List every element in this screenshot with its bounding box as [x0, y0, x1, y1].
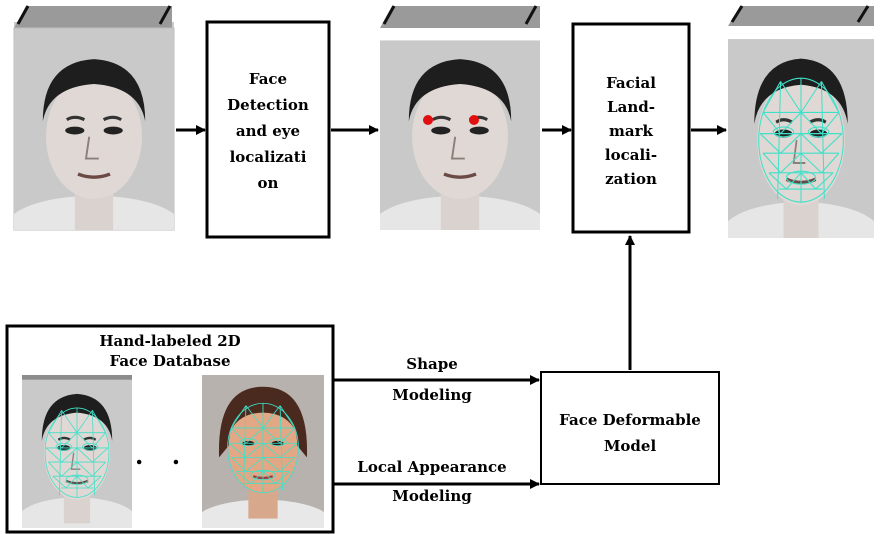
svg-text:zation: zation	[605, 170, 657, 188]
eye-localized-photo	[380, 5, 540, 230]
face-detection-line-5: on	[258, 174, 279, 192]
svg-text:mark: mark	[609, 122, 653, 140]
svg-text:localizati: localizati	[230, 148, 307, 166]
landmark-line-4: locali-	[605, 146, 657, 164]
model-line-2: Model	[604, 437, 657, 455]
landmark-line-2: Land-	[607, 98, 655, 116]
landmark-result-photo	[728, 5, 874, 238]
right-eye-marker	[469, 115, 479, 125]
svg-text:Face: Face	[249, 70, 287, 88]
landmark-line-3: mark	[609, 122, 653, 140]
database-face-1	[22, 375, 132, 528]
shape-modeling-label-2: Modeling	[392, 386, 472, 404]
left-eye-marker	[423, 115, 433, 125]
svg-text:Hand-labeled 2D: Hand-labeled 2D	[99, 332, 240, 350]
landmark-line-5: zation	[605, 170, 657, 188]
svg-text:and eye: and eye	[236, 122, 300, 140]
landmark-line-1: Facial	[606, 74, 656, 92]
svg-text:Land-: Land-	[607, 98, 655, 116]
shape-modeling-label-1: Shape	[406, 355, 458, 373]
svg-text:on: on	[258, 174, 279, 192]
landmark-localization-box: Facial Land- mark locali- zation	[571, 22, 691, 234]
model-line-1: Face Deformable	[559, 411, 701, 429]
local-appearance-label-1: Local Appearance	[357, 458, 506, 476]
svg-text:Facial: Facial	[606, 74, 656, 92]
face-detection-box: Face Detection and eye localizati on	[205, 20, 331, 239]
face-database-box: Hand-labeled 2D Face Database . . .	[5, 324, 335, 534]
local-appearance-label-2: Modeling	[392, 487, 472, 505]
database-face-2	[202, 375, 324, 528]
face-detection-line-2: Detection	[227, 96, 309, 114]
face-detection-line-1: Face	[249, 70, 287, 88]
svg-text:Face Deformable: Face Deformable	[559, 411, 701, 429]
svg-text:Face Database: Face Database	[109, 352, 230, 370]
face-detection-line-3: and eye	[236, 122, 300, 140]
svg-text:Detection: Detection	[227, 96, 309, 114]
face-detection-line-4: localizati	[230, 148, 307, 166]
database-line-1: Hand-labeled 2D	[99, 332, 240, 350]
face-deformable-model-box: Face Deformable Model	[540, 371, 720, 485]
input-face-photo	[13, 5, 175, 231]
svg-text:Model: Model	[604, 437, 657, 455]
database-line-2: Face Database	[109, 352, 230, 370]
svg-text:locali-: locali-	[605, 146, 657, 164]
